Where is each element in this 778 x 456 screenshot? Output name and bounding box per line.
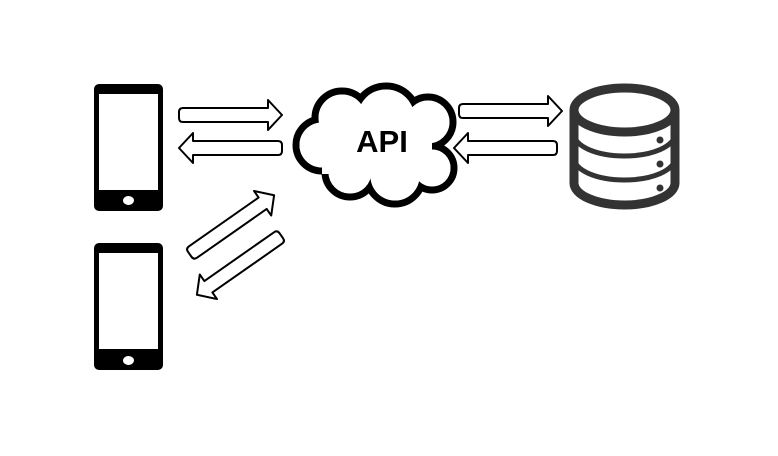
database-icon [569,83,680,210]
phone-top-to-api-arrow [178,99,283,131]
api-label: API [356,124,408,159]
smartphone-icon [94,84,163,211]
smartphone-icon [94,243,163,370]
database-to-api-arrow [453,132,558,164]
api-to-phone-top-arrow [178,132,283,164]
api-to-database-arrow [458,95,563,127]
api-cloud: API [292,82,458,208]
